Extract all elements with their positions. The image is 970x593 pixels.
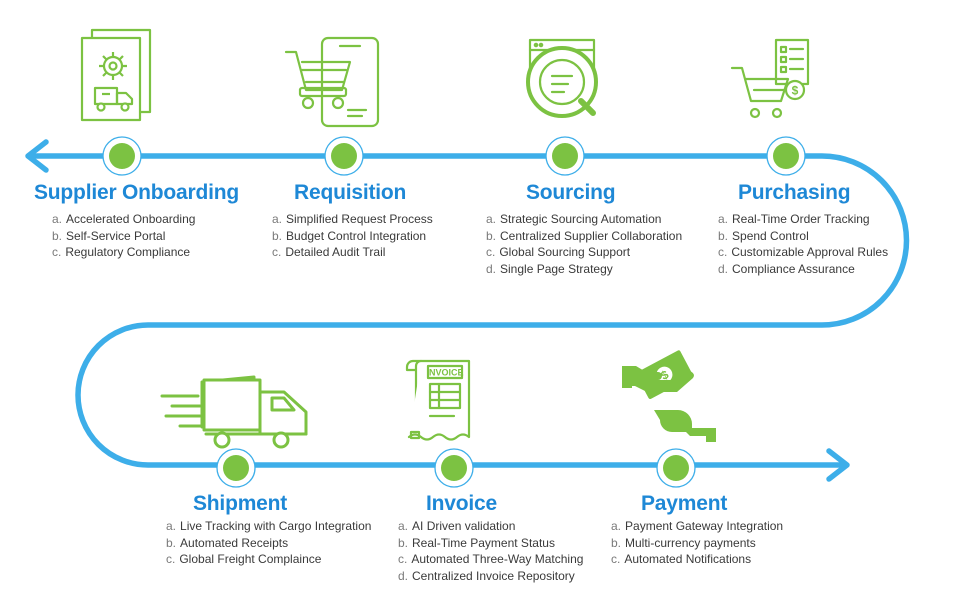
list-item: a.Payment Gateway Integration	[611, 519, 784, 533]
stage-feature-list: a.Real-Time Order Tracking b.Spend Contr…	[718, 211, 888, 277]
svg-text:$: $	[792, 84, 799, 98]
list-item: c.Regulatory Compliance	[52, 245, 191, 260]
list-item: b.Multi-currency payments	[611, 535, 756, 550]
list-item: c.Automated Notifications	[611, 552, 752, 567]
stage-title: Requisition	[294, 181, 407, 204]
gear-truck-document-icon	[80, 28, 152, 122]
list-item: a.Real-Time Order Tracking	[718, 212, 870, 226]
stage-feature-list: a.Live Tracking with Cargo Integration b…	[166, 518, 371, 568]
stage-feature-list: a.AI Driven validation b.Real-Time Payme…	[398, 518, 583, 584]
node-sourcing	[545, 136, 585, 176]
cart-mobile-icon	[284, 36, 380, 128]
nodes	[102, 136, 806, 488]
cart-checklist-dollar-icon: $	[730, 38, 810, 119]
node-supplier-onboarding	[102, 136, 142, 176]
list-item: b.Automated Receipts	[166, 535, 289, 550]
list-item: b.Real-Time Payment Status	[398, 535, 555, 550]
stage-feature-list: a.Payment Gateway Integration b.Multi-cu…	[611, 518, 783, 568]
list-item: d.Single Page Strategy	[486, 261, 613, 276]
stage-feature-list: a.Strategic Sourcing Automation b.Centra…	[486, 211, 682, 277]
node-requisition	[324, 136, 364, 176]
list-item: a.AI Driven validation	[398, 519, 516, 533]
magnifier-browser-icon	[526, 38, 598, 118]
list-item: c.Detailed Audit Trail	[272, 245, 386, 260]
stage-requisition: Requisition a.Simplified Request Process…	[272, 181, 433, 261]
arrowhead-left-icon	[25, 139, 49, 173]
stage-shipment: Shipment a.Live Tracking with Cargo Inte…	[166, 492, 371, 568]
list-item: b.Budget Control Integration	[272, 228, 427, 243]
delivery-truck-icon	[160, 375, 308, 449]
invoice-document-icon: INVOICE	[405, 359, 471, 441]
list-item: a.Strategic Sourcing Automation	[486, 212, 662, 226]
stage-invoice: Invoice a.AI Driven validation b.Real-Ti…	[398, 492, 583, 584]
list-item: c.Global Freight Complaince	[166, 552, 322, 567]
list-item: c.Customizable Approval Rules	[718, 245, 889, 260]
node-invoice	[434, 448, 474, 488]
stage-title: Invoice	[426, 492, 497, 515]
flow-path-line	[27, 153, 910, 468]
node-payment	[656, 448, 696, 488]
list-item: d.Compliance Assurance	[718, 261, 855, 276]
list-item: a.Accelerated Onboarding	[52, 212, 196, 226]
stage-payment: Payment a.Payment Gateway Integration b.…	[611, 492, 783, 568]
stage-title: Supplier Onboarding	[34, 181, 240, 204]
stage-sourcing: Sourcing a.Strategic Sourcing Automation…	[486, 181, 682, 277]
list-item: b.Self-Service Portal	[52, 228, 166, 243]
stage-title: Payment	[641, 492, 728, 515]
arrowhead-right-icon	[826, 448, 850, 482]
invoice-label: INVOICE	[426, 368, 463, 378]
list-item: c.Global Sourcing Support	[486, 245, 631, 260]
flow-path	[25, 139, 910, 482]
small-truck-icon	[93, 86, 134, 112]
hand-money-icon: $	[622, 350, 716, 442]
stage-purchasing: Purchasing a.Real-Time Order Tracking b.…	[718, 181, 888, 277]
list-item: d.Centralized Invoice Repository	[398, 568, 575, 583]
stage-title: Purchasing	[738, 181, 851, 204]
node-shipment	[216, 448, 256, 488]
list-item: b.Centralized Supplier Collaboration	[486, 228, 683, 243]
stage-supplier-onboarding: Supplier Onboarding a.Accelerated Onboar…	[34, 181, 239, 261]
list-item: b.Spend Control	[718, 228, 809, 243]
list-item: a.Simplified Request Process	[272, 212, 433, 226]
list-item: a.Live Tracking with Cargo Integration	[166, 519, 372, 533]
stage-title: Sourcing	[526, 181, 616, 204]
list-item: c.Automated Three-Way Matching	[398, 552, 584, 567]
node-purchasing	[766, 136, 806, 176]
stage-title: Shipment	[193, 492, 288, 515]
stage-feature-list: a.Accelerated Onboarding b.Self-Service …	[52, 211, 239, 261]
stage-feature-list: a.Simplified Request Process b.Budget Co…	[272, 211, 433, 261]
gear-icon	[99, 52, 127, 80]
